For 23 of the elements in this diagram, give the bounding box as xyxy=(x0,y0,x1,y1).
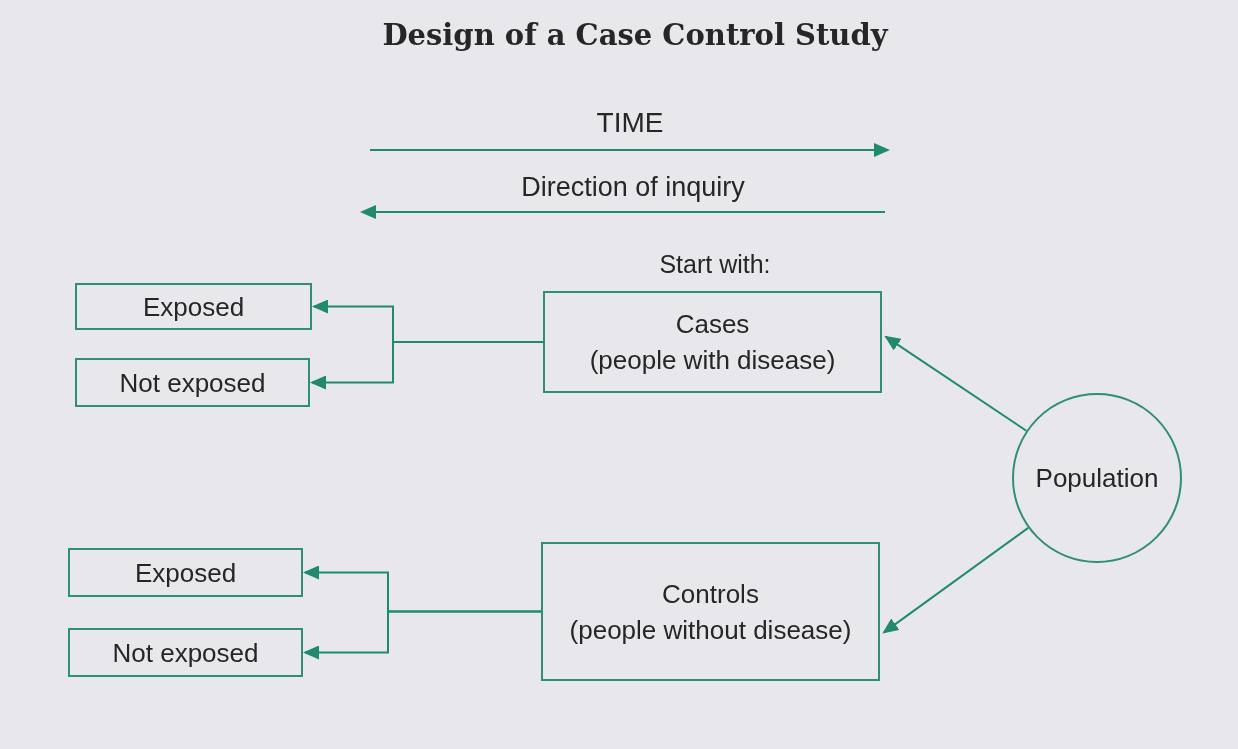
node-text: Exposed xyxy=(141,290,246,324)
arrow xyxy=(884,335,1028,432)
arrow xyxy=(303,610,542,660)
process-box xyxy=(68,548,303,597)
node-text: Cases xyxy=(674,308,751,341)
process-box xyxy=(75,358,310,407)
axis-label: Direction of inquiry xyxy=(520,171,746,204)
node-text: Population xyxy=(1034,462,1160,495)
node-text: (people with disease) xyxy=(588,344,837,377)
process-box xyxy=(541,542,880,681)
node-text: Not exposed xyxy=(118,366,267,400)
process-box xyxy=(75,283,312,330)
title: Design of a Case Control Study xyxy=(381,17,890,54)
arrow xyxy=(882,526,1030,634)
arrow xyxy=(310,341,544,390)
node-text: Exposed xyxy=(133,556,238,590)
process-box xyxy=(68,628,303,677)
node-text: Controls xyxy=(661,577,760,611)
axis-label: TIME xyxy=(595,106,665,140)
node-text: (people without disease) xyxy=(568,613,853,647)
process-box xyxy=(543,291,882,393)
axis-label: Start with: xyxy=(658,249,772,280)
node-text: Not exposed xyxy=(111,636,260,670)
